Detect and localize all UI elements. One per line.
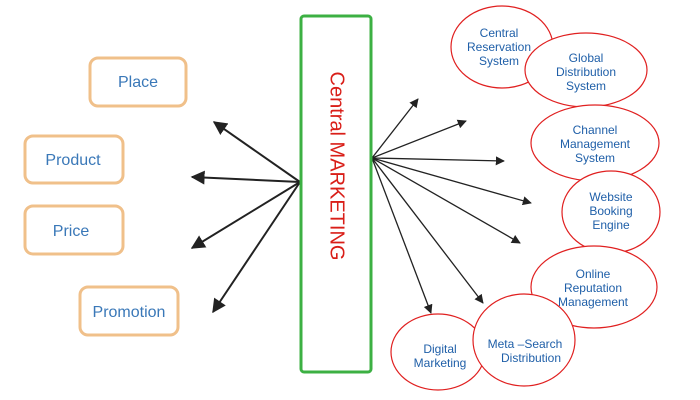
- arrow-right-5: [371, 157, 521, 244]
- center-box: Central MARKETING: [299, 14, 373, 374]
- ellipse-website-booking-engine: Website Booking Engine: [561, 170, 661, 254]
- left-box-price-label: Price: [53, 223, 90, 240]
- ellipse-label-digital: Digital: [423, 342, 456, 356]
- ellipse-label-central: Central: [480, 26, 519, 40]
- center-label: Central MARKETING: [326, 72, 348, 261]
- ellipse-label-channel: Channel: [573, 123, 618, 137]
- right-ellipses-group: Central Reservation System Global Distri…: [390, 5, 661, 391]
- left-box-promotion-label: Promotion: [93, 304, 166, 321]
- ellipse-global-distribution-system: Global Distribution System: [524, 32, 648, 108]
- ellipse-label-booking: Booking: [589, 204, 632, 218]
- arrow-to-price: [190, 181, 301, 249]
- arrow-right-3: [371, 156, 505, 166]
- ellipse-label-global: Global: [569, 51, 604, 65]
- arrow-right-1: [371, 98, 419, 159]
- arrows-group: [190, 98, 532, 314]
- ellipse-label-online: Online: [576, 267, 611, 281]
- arrow-right-7: [371, 157, 433, 314]
- ellipse-online-reputation-management: Online Reputation Management: [530, 245, 658, 329]
- ellipse-label-marketing: Marketing: [414, 356, 467, 370]
- ellipse-label-system: System: [479, 54, 519, 68]
- arrow-right-4: [371, 157, 532, 206]
- ellipse-label-reputation: Reputation: [564, 281, 622, 295]
- left-box-product: Product: [23, 134, 125, 185]
- left-box-promotion: Promotion: [78, 285, 180, 337]
- ellipse-label-website: Website: [589, 190, 632, 204]
- ellipse-meta-search-distribution: Meta –Search Distribution: [472, 293, 576, 387]
- ellipse-label-system-2: System: [566, 79, 606, 93]
- left-box-place-label: Place: [118, 74, 158, 91]
- ellipse-label-reservation: Reservation: [467, 40, 531, 54]
- ellipse-label-engine: Engine: [592, 218, 630, 232]
- ellipse-label-distribution: Distribution: [556, 65, 616, 79]
- ellipse-label-distribution-2: Distribution: [501, 351, 561, 365]
- ellipse-label-management-2: Management: [558, 295, 629, 309]
- ellipse-channel-management-system: Channel Management System: [530, 104, 660, 182]
- arrow-right-6: [371, 157, 484, 304]
- arrow-to-product: [190, 170, 301, 185]
- ellipse-digital-marketing: Digital Marketing: [390, 313, 486, 391]
- ellipse-label-management: Management: [560, 137, 631, 151]
- arrow-right-2: [371, 119, 467, 159]
- ellipse-label-meta-search: Meta –Search: [488, 337, 563, 351]
- ellipse-label-system-3: System: [575, 151, 615, 165]
- left-box-product-label: Product: [45, 152, 101, 169]
- left-box-place: Place: [88, 56, 188, 108]
- arrow-to-promotion: [212, 181, 301, 314]
- left-box-price: Price: [23, 204, 125, 256]
- arrow-to-place: [212, 121, 301, 183]
